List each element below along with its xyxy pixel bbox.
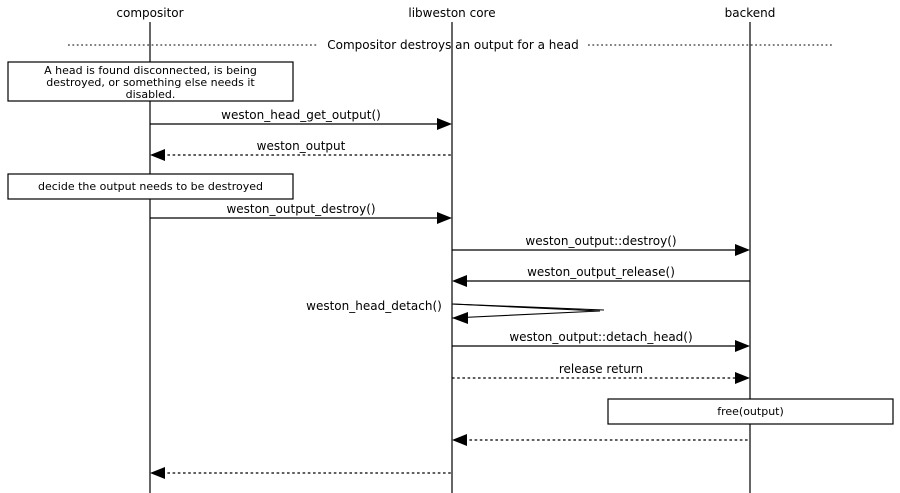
message-label-weston-output-detach-head: weston_output::detach_head() [509,330,692,344]
note-free-output-box [607,398,894,425]
message-backend-return [452,434,750,446]
message-label-weston-output-release: weston_output_release() [527,265,675,279]
message-weston-output-release: weston_output_release() [452,265,750,287]
actor-label-backend: backend [725,6,776,20]
note-free-output: free(output) [607,398,894,425]
message-arrowhead-weston-output-detach-head [735,340,750,352]
message-selfcall-path-upper-weston-head-detach [451,303,605,311]
message-arrowhead-weston-output-destroy-op [735,244,750,256]
message-arrowhead-release-return [735,372,750,384]
message-selfcall-path-weston-head-detach [451,303,601,319]
message-arrowhead-weston-output-destroy [437,212,452,224]
note-decide-destroy-box [7,173,294,200]
scenario-divider: Compositor destroys an output for a head [68,38,832,52]
message-arrowhead-weston-output-release [452,275,467,287]
message-arrowhead-weston-head-detach [452,312,468,324]
message-label-weston-output-destroy: weston_output_destroy() [226,202,375,216]
actor-headers: compositor libweston core backend [116,6,775,20]
message-label-weston-output-return: weston_output [257,139,346,153]
note-head-disconnected: A head is found disconnected, is being d… [7,61,294,102]
note-decide-destroy: decide the output needs to be destroyed [7,173,294,200]
actor-label-libweston-core: libweston core [408,6,495,20]
message-core-return [150,467,452,479]
note-decide-destroy-line-1: decide the output needs to be destroyed [38,180,263,193]
message-arrowhead-weston-output-return [150,149,165,161]
message-arrowhead-backend-return [452,434,467,446]
divider-label: Compositor destroys an output for a head [327,38,579,52]
message-weston-head-detach: weston_head_detach() [306,299,605,324]
message-label-weston-head-get-output: weston_head_get_output() [221,108,381,122]
note-head-disconnected-line-2: destroyed, or something else needs it [46,76,255,89]
message-weston-output-return: weston_output [150,139,452,161]
message-label-weston-output-destroy-op: weston_output::destroy() [525,234,676,248]
message-label-release-return: release return [559,362,643,376]
note-head-disconnected-box [7,61,294,102]
message-weston-output-destroy-op: weston_output::destroy() [452,234,750,256]
message-weston-head-get-output: weston_head_get_output() [150,108,452,130]
message-release-return: release return [452,362,750,384]
message-arrowhead-core-return [150,467,165,479]
actor-label-compositor: compositor [116,6,183,20]
message-weston-output-detach-head: weston_output::detach_head() [452,330,750,352]
message-arrowhead-weston-head-get-output [437,118,452,130]
note-free-output-line-1: free(output) [717,405,784,418]
message-weston-output-destroy: weston_output_destroy() [150,202,452,224]
note-head-disconnected-line-3: disabled. [126,88,176,101]
note-head-disconnected-line-1: A head is found disconnected, is being [44,64,257,77]
message-label-weston-head-detach: weston_head_detach() [306,299,442,313]
